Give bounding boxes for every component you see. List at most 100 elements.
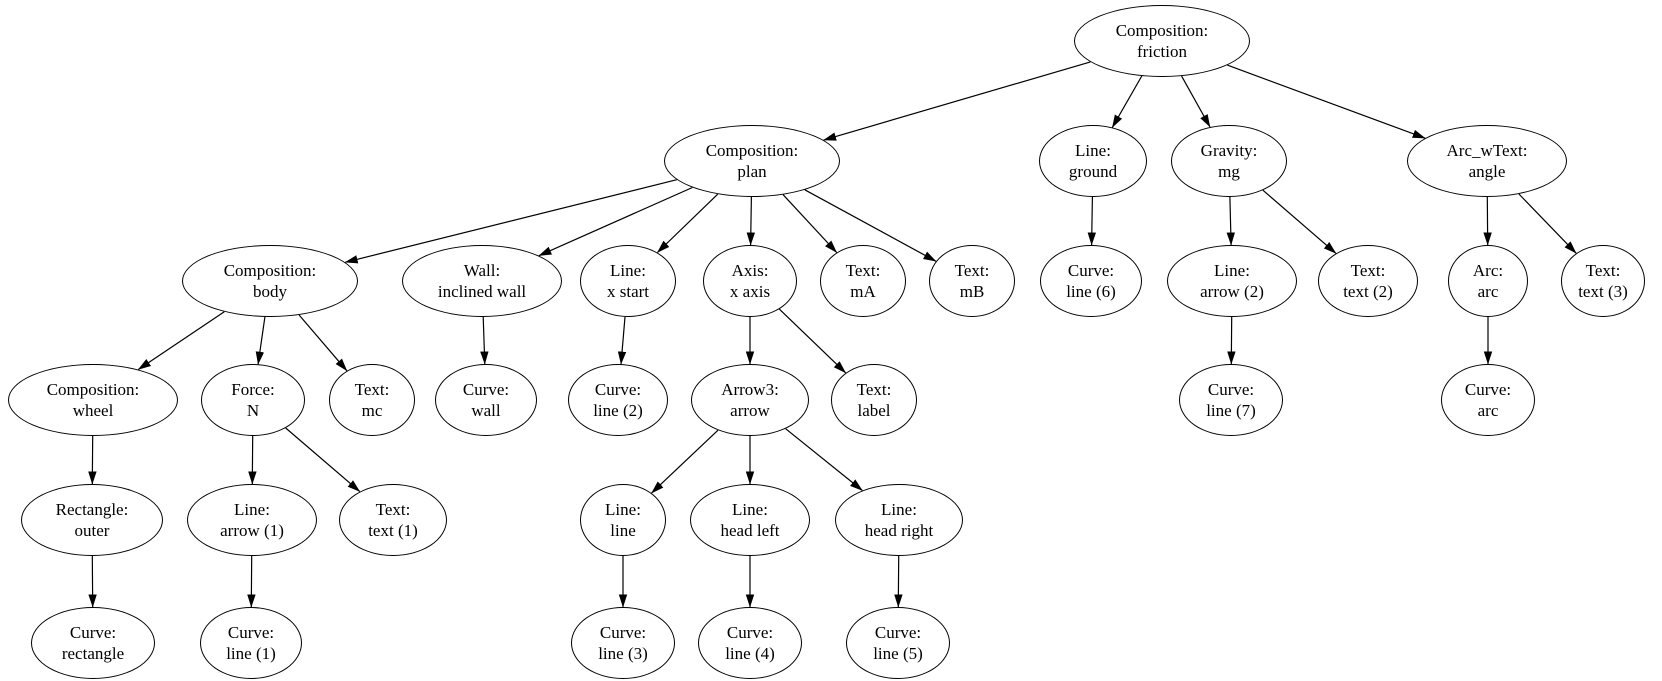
- node-name-label: outer: [74, 521, 110, 540]
- tree-edge-arrow3-to-line-line: [651, 429, 719, 494]
- node-type-label: Line:: [881, 500, 917, 519]
- edge-group: [88, 61, 1577, 608]
- node-name-label: head left: [720, 521, 780, 540]
- tree-edge-x-start-to-curve-line-2: [617, 316, 627, 365]
- node-type-label: Text:: [1585, 261, 1621, 280]
- tree-edge-friction-to-mg: [1181, 75, 1211, 128]
- tree-node-text-text-3: Text: text (3): [1561, 245, 1645, 317]
- tree-node-curve-line-2: Curve: line (2): [568, 364, 668, 436]
- node-name-label: wall: [471, 401, 501, 420]
- node-type-label: Curve:: [1207, 380, 1255, 399]
- node-type-label: Line:: [732, 500, 768, 519]
- tree-node-wall: Wall: inclined wall: [402, 245, 562, 317]
- node-name-label: text (3): [1578, 282, 1628, 301]
- node-name-label: ground: [1068, 162, 1118, 181]
- node-type-label: Curve:: [726, 623, 774, 642]
- node-name-label: inclined wall: [437, 282, 527, 301]
- tree-node-curve-line-7: Curve:line (7): [1179, 364, 1283, 436]
- node-name-label: line (1): [226, 644, 276, 663]
- tree-node-x-start: Line: x start: [580, 245, 676, 317]
- tree-node-text-mc: Text: mc: [329, 364, 415, 436]
- node-type-label: Curve:: [599, 623, 647, 642]
- node-type-label: Wall:: [463, 261, 501, 280]
- tree-node-curve-line-6: Curve: line (6): [1040, 245, 1142, 317]
- node-type-label: Curve:: [594, 380, 642, 399]
- node-name-label: mB: [959, 282, 985, 301]
- node-name-label: mc: [361, 401, 383, 420]
- tree-node-text-ma: Text:mA: [820, 245, 906, 317]
- node-name-label: N: [246, 401, 260, 420]
- node-type-label: Curve:: [227, 623, 275, 642]
- node-type-label: Arc_wText:: [1446, 141, 1528, 160]
- tree-edge-wall-to-curve-wall: [480, 316, 489, 365]
- tree-node-line-arrow-2: Line:arrow (2): [1167, 245, 1297, 317]
- node-type-label: Line:: [610, 261, 646, 280]
- node-type-label: Text:: [354, 380, 390, 399]
- node-name-label: text (2): [1343, 282, 1393, 301]
- tree-edge-friction-to-ground: [1111, 75, 1143, 128]
- node-name-label: line (6): [1066, 282, 1116, 301]
- node-type-label: Curve:: [1464, 380, 1512, 399]
- node-name-label: plan: [737, 162, 767, 181]
- node-name-label: arrow (2): [1200, 282, 1264, 301]
- tree-node-curve-wall: Curve:wall: [435, 364, 537, 436]
- tree-node-wheel: Composition:wheel: [8, 364, 178, 436]
- tree-node-force-n: Force: N: [201, 364, 305, 436]
- tree-node-curve-line-1: Curve: line (1): [200, 607, 302, 679]
- tree-node-arc: Arc: arc: [1448, 245, 1528, 317]
- tree-node-text-text-2: Text:text (2): [1318, 245, 1418, 317]
- tree-node-friction: Composition:friction: [1074, 5, 1250, 77]
- node-name-label: line: [610, 521, 636, 540]
- node-name-label: mg: [1218, 162, 1240, 181]
- node-type-label: Axis:: [731, 261, 769, 280]
- tree-node-text-label: Text:label: [831, 364, 917, 436]
- node-name-label: rectangle: [61, 644, 125, 663]
- tree-edge-plan-to-x-start: [656, 193, 719, 253]
- tree-node-mg: Gravity: mg: [1171, 125, 1287, 197]
- node-name-label: line (2): [593, 401, 643, 420]
- tree-edge-mg-to-text-text-2: [1262, 189, 1337, 254]
- tree-node-line-arrow-1: Line: arrow (1): [187, 484, 317, 556]
- tree-node-text-text-1: Text:text (1): [339, 484, 447, 556]
- tree-edge-body-to-force-n: [255, 316, 266, 365]
- node-type-label: Line:: [234, 500, 270, 519]
- node-type-label: Curve:: [1067, 261, 1115, 280]
- tree-node-angle: Arc_wText:angle: [1407, 125, 1567, 197]
- tree-edge-plan-to-text-mb: [804, 189, 937, 262]
- node-name-label: line (4): [725, 644, 775, 663]
- tree-node-plan: Composition:plan: [664, 125, 840, 197]
- node-type-label: Text:: [375, 500, 411, 519]
- tree-edge-force-n-to-text-text-1: [285, 427, 361, 493]
- node-type-label: Text:: [954, 261, 990, 280]
- tree-edge-plan-to-x-axis: [746, 196, 756, 246]
- node-type-label: Force:: [231, 380, 275, 399]
- node-type-label: Line:: [1075, 141, 1111, 160]
- tree-edge-body-to-text-mc: [298, 314, 348, 372]
- tree-node-curve-rectangle: Curve: rectangle: [31, 607, 155, 679]
- node-name-label: arc: [1477, 401, 1499, 420]
- node-name-label: arrow: [730, 401, 770, 420]
- tree-node-text-mb: Text: mB: [929, 245, 1015, 317]
- node-type-label: Composition:: [46, 380, 140, 399]
- node-type-label: Arrow3:: [721, 380, 779, 399]
- tree-edge-plan-to-body: [344, 179, 677, 264]
- tree-node-curve-line-4: Curve: line (4): [698, 607, 802, 679]
- node-type-label: Composition:: [1115, 21, 1209, 40]
- tree-edge-angle-to-text-text-3: [1518, 193, 1577, 254]
- node-name-label: arc: [1477, 282, 1499, 301]
- node-name-label: body: [253, 282, 287, 301]
- node-name-label: line (5): [873, 644, 923, 663]
- tree-node-curve-arc: Curve: arc: [1441, 364, 1535, 436]
- tree-edge-plan-to-wall: [538, 186, 693, 257]
- node-type-label: Arc:: [1472, 261, 1504, 280]
- tree-edge-arrow3-to-head-right: [785, 428, 863, 491]
- tree-edge-ground-to-curve-line-6: [1087, 196, 1097, 246]
- node-type-label: Curve:: [69, 623, 117, 642]
- node-name-label: label: [857, 401, 891, 420]
- node-type-label: Gravity:: [1200, 141, 1258, 160]
- node-name-label: arrow (1): [220, 521, 284, 540]
- node-name-label: line (3): [598, 644, 648, 663]
- node-name-label: x start: [606, 282, 650, 301]
